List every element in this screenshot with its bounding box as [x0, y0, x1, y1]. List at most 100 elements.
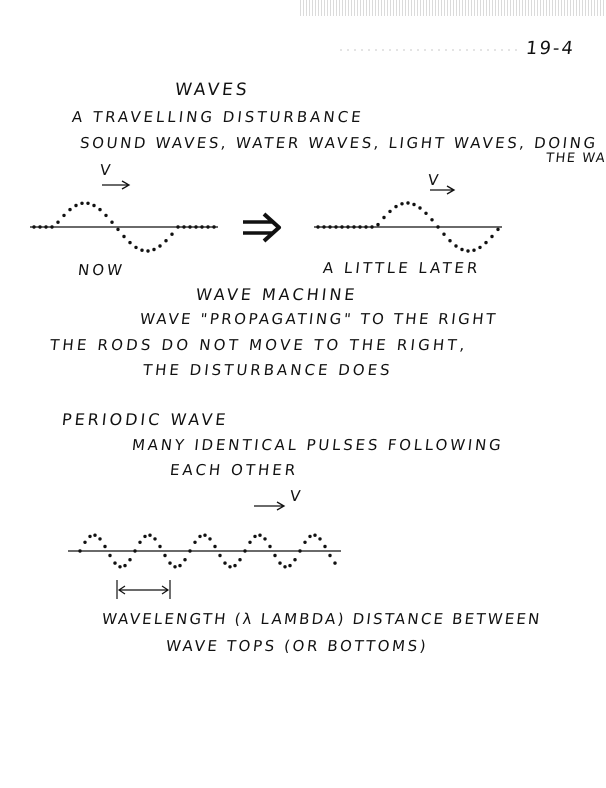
periodic-dot	[318, 537, 322, 541]
wave-dot	[44, 225, 48, 229]
wave-dot	[68, 207, 72, 212]
wave-dot	[152, 247, 156, 252]
periodic-dot	[223, 561, 227, 565]
wave-dot	[328, 225, 332, 229]
wave-dot	[352, 225, 356, 229]
periodic-dot	[273, 553, 277, 558]
wave-dot	[406, 201, 410, 205]
wave-dot	[182, 225, 186, 229]
wave-dot	[484, 240, 488, 245]
wave-dot	[490, 234, 494, 239]
periodic-dot	[268, 544, 272, 549]
wave-dot	[460, 247, 464, 252]
wave-dot	[442, 232, 446, 236]
periodic-dot	[203, 533, 207, 537]
wave-dot	[364, 225, 368, 229]
periodic-dot	[183, 558, 187, 562]
wave-dot	[38, 225, 42, 229]
double-line-right-arrow-icon	[243, 212, 281, 243]
wavelength-bracket	[116, 580, 171, 599]
wave-dot	[98, 207, 102, 212]
wave-dot	[56, 220, 60, 224]
wave-dot	[466, 249, 470, 253]
wave-dot	[478, 245, 482, 250]
wave-dot	[400, 202, 404, 206]
wave-dot	[424, 211, 428, 215]
wave-dot	[110, 220, 114, 224]
wave-dot	[448, 239, 452, 243]
periodic-dot	[138, 540, 142, 544]
wave-dot	[322, 225, 326, 229]
periodic-dot	[238, 558, 242, 562]
wave-later-pulse	[316, 201, 500, 253]
wave-dot	[430, 218, 434, 222]
wave-dot	[358, 225, 362, 229]
periodic-dot	[313, 533, 317, 537]
periodic-dot	[283, 565, 287, 569]
wave-dot	[316, 225, 320, 229]
wave-dot	[170, 232, 174, 236]
wave-dot	[376, 222, 380, 227]
periodic-dot	[118, 565, 122, 569]
periodic-dot	[173, 565, 177, 569]
wave-dot	[436, 225, 440, 229]
wave-dot	[412, 202, 416, 207]
wave-dot	[116, 227, 120, 232]
wave-dot	[92, 203, 96, 208]
periodic-dot	[233, 563, 237, 568]
velocity-arrow-periodic	[254, 501, 286, 511]
periodic-dot	[333, 561, 337, 565]
periodic-wave-pulses	[78, 533, 337, 569]
wave-dot	[188, 225, 192, 229]
periodic-dot	[218, 553, 222, 558]
wave-dot	[62, 213, 66, 218]
wave-dot	[146, 249, 150, 253]
wave-dot	[454, 244, 458, 248]
wave-dot	[158, 244, 162, 248]
periodic-dot	[293, 558, 297, 562]
periodic-dot	[188, 549, 192, 553]
wave-dot	[86, 201, 90, 205]
periodic-dot	[108, 553, 112, 558]
periodic-dot	[208, 537, 212, 541]
periodic-dot	[303, 540, 307, 544]
wave-dot	[194, 225, 198, 229]
wave-dot	[496, 227, 500, 232]
periodic-dot	[83, 540, 87, 544]
wave-dot	[104, 213, 108, 218]
periodic-dot	[198, 534, 202, 539]
periodic-dot	[323, 544, 327, 549]
periodic-dot	[298, 549, 302, 553]
periodic-dot	[308, 534, 312, 539]
periodic-dot	[263, 537, 267, 541]
periodic-dot	[328, 553, 332, 558]
periodic-dot	[128, 558, 132, 562]
wave-dot	[334, 225, 338, 229]
periodic-dot	[143, 534, 147, 539]
wave-now-pulse	[32, 201, 216, 253]
wave-dot	[394, 204, 398, 209]
wave-dot	[388, 209, 392, 214]
periodic-dot	[148, 533, 152, 537]
periodic-dot	[113, 561, 117, 565]
periodic-dot	[278, 561, 282, 565]
periodic-dot	[178, 563, 182, 568]
wave-dot	[472, 248, 476, 252]
periodic-dot	[93, 533, 97, 537]
periodic-dot	[133, 549, 137, 553]
periodic-dot	[248, 540, 252, 544]
periodic-dot	[193, 540, 197, 544]
wave-dot	[140, 248, 144, 252]
wave-dot	[176, 225, 180, 229]
velocity-arrow-now	[102, 180, 131, 190]
wave-dot	[80, 201, 84, 205]
wave-dot	[32, 225, 36, 229]
wave-dot	[74, 203, 78, 208]
wave-dot	[346, 225, 350, 229]
periodic-dot	[253, 534, 257, 539]
periodic-dot	[78, 549, 82, 553]
wave-dot	[212, 225, 216, 229]
velocity-arrow-later	[430, 185, 456, 195]
wave-dot	[200, 225, 204, 229]
